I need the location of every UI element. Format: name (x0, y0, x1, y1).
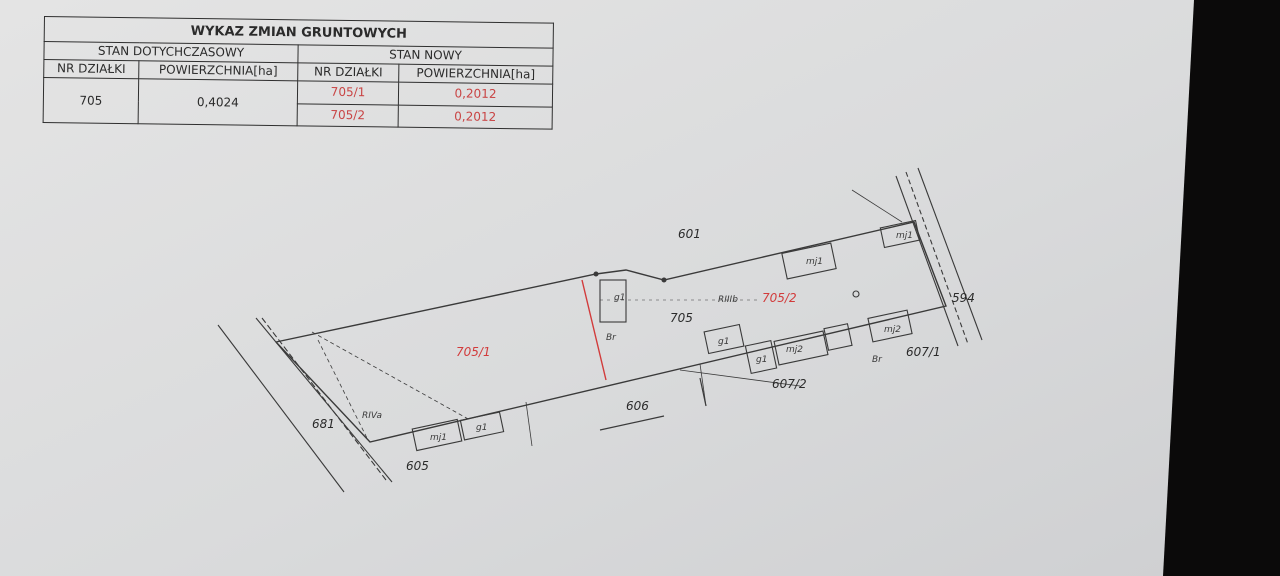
parcel-705-boundary (275, 221, 947, 443)
parcel-label-607-2: 607/2 (772, 377, 807, 391)
right-road-edge-3 (905, 171, 969, 345)
building-small (823, 323, 853, 351)
building-g1-d (459, 411, 505, 441)
building-label-g1-c: g1 (756, 355, 767, 365)
parcel-label-681: 681 (312, 417, 335, 431)
building-mj2-a (773, 330, 829, 366)
new-parcel-label-705-1: 705/1 (456, 345, 491, 359)
building-label-g1-d: g1 (476, 423, 487, 433)
survey-point-2 (661, 277, 667, 283)
parcel-label-607-1: 607/1 (906, 345, 941, 359)
dashed-line-1 (311, 331, 471, 421)
new-parcel-label-705-2: 705/2 (762, 291, 797, 305)
building-label-mj1-a: mj1 (806, 257, 823, 267)
building-g1-c (744, 339, 778, 375)
border-label-br-1: Br (606, 333, 617, 343)
parcel-label-594: 594 (952, 291, 975, 305)
building-g1-b (703, 323, 745, 355)
thin-line-606 (599, 415, 665, 431)
building-label-mj2-a: mj2 (786, 345, 803, 355)
land-class-riva: RIVa (362, 411, 382, 421)
left-road-edge-3 (261, 317, 387, 481)
dashed-line-2 (317, 339, 369, 441)
building-label-mj2-b: mj2 (884, 325, 901, 335)
building-label-g1-b: g1 (718, 337, 729, 347)
building-label-mj1-b: mj1 (430, 433, 447, 443)
building-label-mj1-c: mj1 (896, 231, 913, 241)
building-mj2-b (867, 309, 913, 343)
right-road-edge-1 (895, 175, 959, 347)
division-line (581, 279, 607, 381)
parcel-label-705: 705 (670, 311, 693, 325)
survey-point-1 (593, 271, 599, 277)
thin-line-a (525, 401, 533, 447)
building-g1-a (599, 279, 627, 323)
building-mj1-b (879, 219, 921, 249)
building-label-g1-a: g1 (614, 293, 625, 303)
left-road-edge-1 (217, 324, 345, 493)
thin-line-c (679, 369, 801, 387)
building-mj1-a (781, 242, 837, 280)
survey-point-mark (852, 290, 860, 298)
parcel-label-605: 605 (406, 459, 429, 473)
parcel-label-606: 606 (626, 399, 649, 413)
land-class-riiib: RIIIb (718, 295, 738, 305)
parcel-label-601: 601 (678, 227, 701, 241)
border-label-br-2: Br (872, 355, 883, 365)
right-road-edge-2 (917, 167, 983, 341)
building-mj1-c (411, 418, 463, 452)
thin-line-d (851, 189, 903, 223)
arrow-down (699, 377, 707, 407)
